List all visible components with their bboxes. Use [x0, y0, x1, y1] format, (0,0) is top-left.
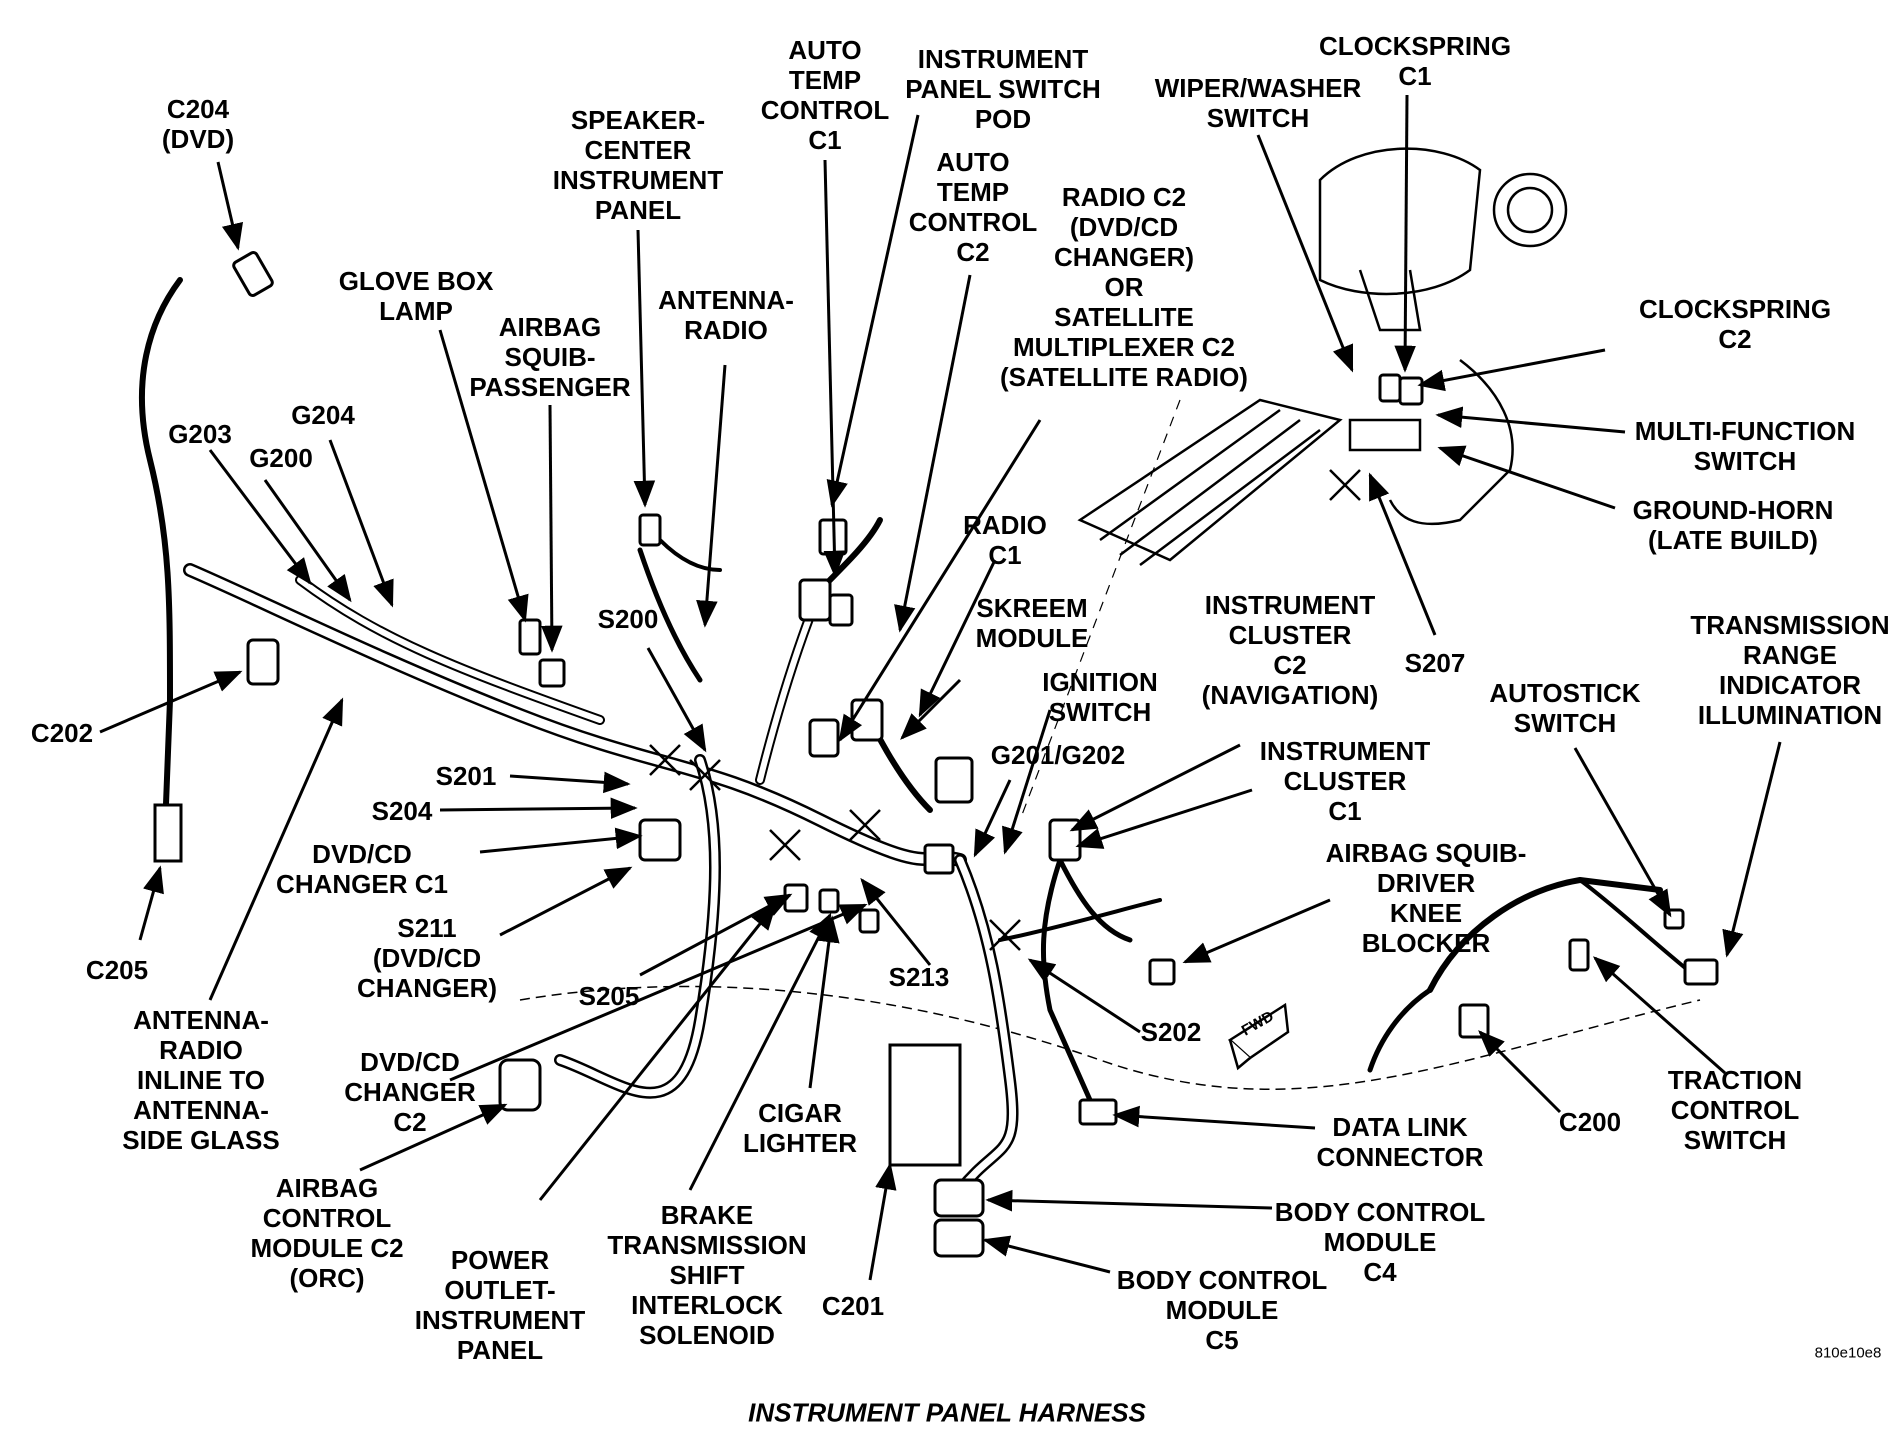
label-instrument-cluster-c1: INSTRUMENT CLUSTER C1: [1259, 736, 1431, 826]
label-radio-c1: RADIO C1: [963, 510, 1047, 570]
label-clockspring-c2: CLOCKSPRING C2: [1638, 294, 1832, 354]
label-c205: C205: [85, 955, 149, 985]
label-cigar-lighter: CIGAR LIGHTER: [742, 1098, 858, 1158]
label-s213: S213: [888, 962, 950, 992]
label-c201: C201: [821, 1291, 885, 1321]
label-instrument-panel-switch-pod: INSTRUMENT PANEL SWITCH POD: [905, 44, 1101, 134]
label-s211: S211 (DVD/CD CHANGER): [356, 913, 498, 1003]
label-c204: C204 (DVD): [161, 94, 235, 154]
label-s202: S202: [1140, 1017, 1202, 1047]
label-ground-horn: GROUND-HORN (LATE BUILD): [1632, 495, 1834, 555]
label-s207: S207: [1404, 648, 1466, 678]
label-s205: S205: [578, 981, 640, 1011]
label-body-control-module-c5: BODY CONTROL MODULE C5: [1116, 1265, 1328, 1355]
leader-lines: [99, 94, 1782, 1281]
label-transmission-range-indicator: TRANSMISSION RANGE INDICATOR ILLUMINATIO…: [1690, 610, 1890, 730]
label-auto-temp-control-c2: AUTO TEMP CONTROL C2: [908, 147, 1038, 267]
label-brake-transmission-shift-interlock-solenoid: BRAKE TRANSMISSION SHIFT INTERLOCK SOLEN…: [607, 1200, 807, 1350]
label-dvd-cd-changer-c2: DVD/CD CHANGER C2: [344, 1047, 476, 1137]
splice-marks: [649, 469, 1361, 951]
label-g200: G200: [249, 443, 313, 473]
label-wiper-washer-switch: WIPER/WASHER SWITCH: [1154, 73, 1362, 133]
figure-caption: INSTRUMENT PANEL HARNESS: [748, 1397, 1146, 1428]
label-g201-g202: G201/G202: [990, 740, 1126, 770]
label-g204: G204: [291, 400, 355, 430]
label-airbag-squib-driver-knee-blocker: AIRBAG SQUIB- DRIVER KNEE BLOCKER: [1325, 838, 1527, 958]
label-antenna-radio: ANTENNA- RADIO: [658, 285, 794, 345]
label-body-control-module-c4: BODY CONTROL MODULE C4: [1274, 1197, 1486, 1287]
label-s201: S201: [435, 761, 497, 791]
label-autostick-switch: AUTOSTICK SWITCH: [1489, 678, 1641, 738]
label-antenna-radio-inline: ANTENNA- RADIO INLINE TO ANTENNA- SIDE G…: [122, 1005, 280, 1155]
label-s200: S200: [597, 604, 659, 634]
label-data-link-connector: DATA LINK CONNECTOR: [1316, 1112, 1484, 1172]
label-instrument-cluster-c2: INSTRUMENT CLUSTER C2 (NAVIGATION): [1201, 590, 1379, 710]
label-g203: G203: [168, 419, 232, 449]
label-ignition-switch: IGNITION SWITCH: [1042, 667, 1158, 727]
label-radio-c2: RADIO C2 (DVD/CD CHANGER) OR SATELLITE M…: [1000, 182, 1248, 392]
label-airbag-squib-passenger: AIRBAG SQUIB- PASSENGER: [469, 312, 631, 402]
label-s204: S204: [371, 796, 433, 826]
label-c200: C200: [1558, 1107, 1622, 1137]
steering-column: [1077, 147, 1568, 566]
label-speaker-center-instrument-panel: SPEAKER- CENTER INSTRUMENT PANEL: [552, 105, 724, 225]
label-clockspring-c1: CLOCKSPRING C1: [1318, 31, 1512, 91]
label-traction-control-switch: TRACTION CONTROL SWITCH: [1667, 1065, 1803, 1155]
label-glove-box-lamp: GLOVE BOX LAMP: [338, 266, 494, 326]
label-airbag-control-module-c2: AIRBAG CONTROL MODULE C2 (ORC): [250, 1173, 404, 1293]
label-power-outlet-instrument-panel: POWER OUTLET- INSTRUMENT PANEL: [414, 1245, 586, 1365]
label-dvd-cd-changer-c1: DVD/CD CHANGER C1: [276, 839, 448, 899]
label-c202: C202: [30, 718, 94, 748]
label-auto-temp-control-c1: AUTO TEMP CONTROL C1: [760, 35, 890, 155]
label-skreem-module: SKREEM MODULE: [975, 593, 1089, 653]
fwd-arrow-icon: [1227, 1002, 1290, 1071]
figure-code: 810e10e8: [1814, 1344, 1882, 1362]
label-multi-function-switch: MULTI-FUNCTION SWITCH: [1634, 416, 1856, 476]
